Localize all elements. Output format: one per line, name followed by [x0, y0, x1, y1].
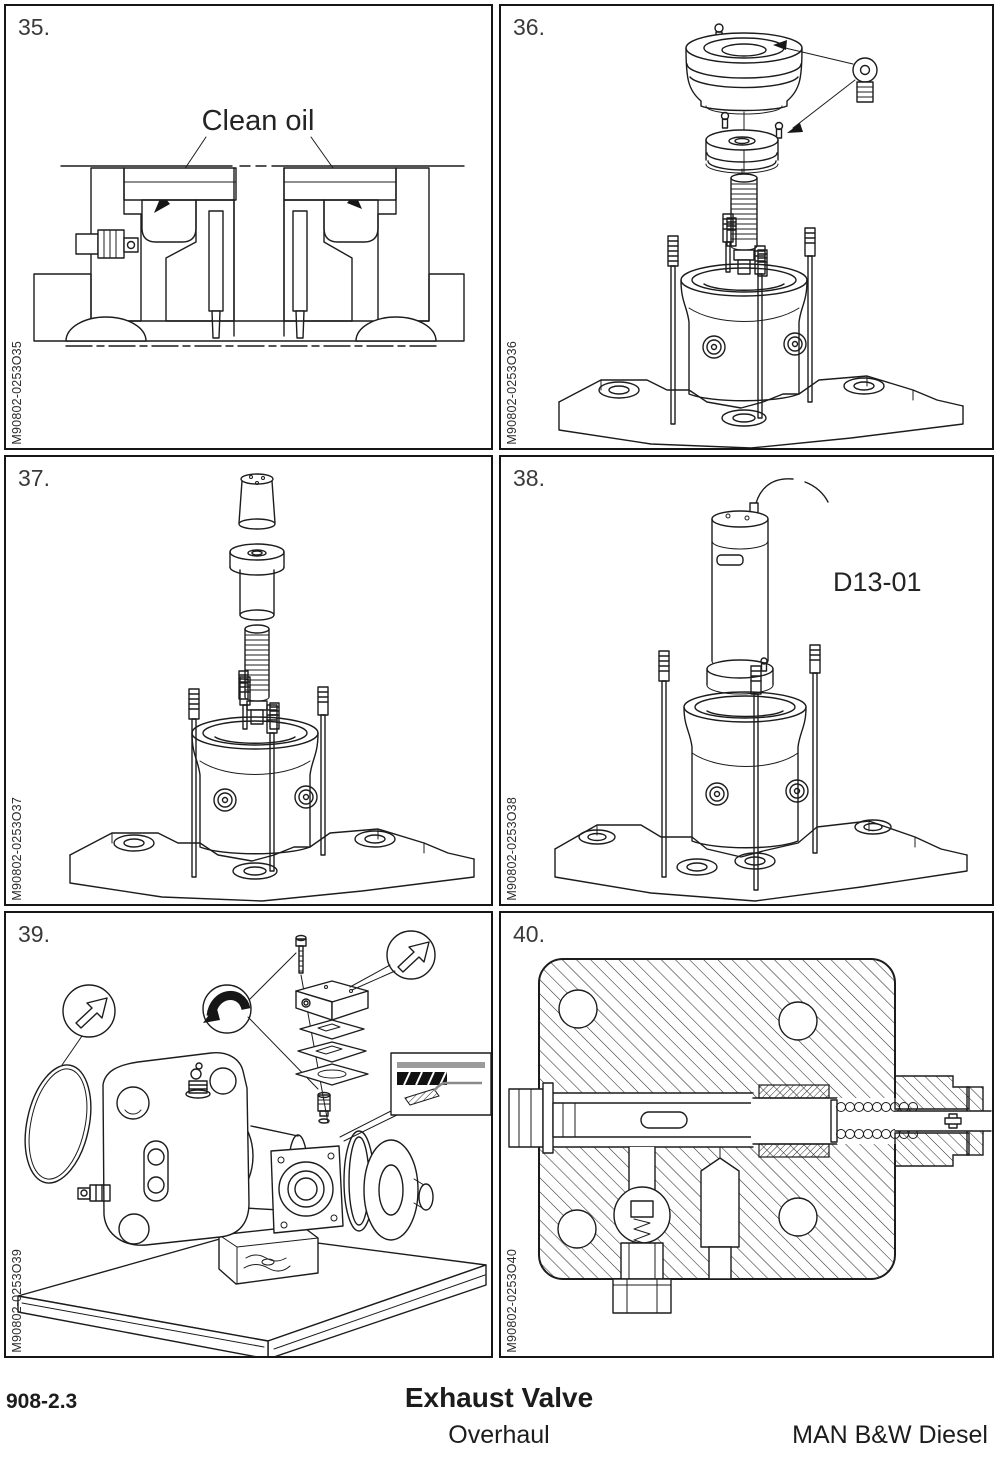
- figure-40-drawing: [508, 958, 992, 1314]
- figure-40-number: 40.: [513, 921, 545, 947]
- chapter-title: Exhaust Valve: [404, 1382, 594, 1413]
- wood-block: [218, 1225, 319, 1285]
- damper-housing: [295, 980, 369, 1021]
- screw: [295, 934, 307, 974]
- figure-36-drawing: [558, 23, 964, 448]
- wood-base: [17, 1232, 487, 1356]
- sealant-detail-inset: [339, 1052, 491, 1142]
- figure-37-code: M90802-0253O37: [10, 797, 24, 901]
- figure-37-drawing: [69, 473, 475, 902]
- direction-arrow-icon-2: [349, 930, 436, 991]
- figure-36-number: 36.: [513, 14, 545, 40]
- brand-name: MAN B&W Diesel: [792, 1421, 988, 1449]
- figure-39: 39.: [4, 911, 493, 1358]
- figure-35-code: M90802-0253O35: [10, 341, 24, 445]
- figure-40-code: M90802-0253O40: [505, 1249, 519, 1353]
- figure-36-code: M90802-0253O36: [505, 341, 519, 445]
- figure-35-number: 35.: [18, 14, 50, 40]
- figure-37: 37.: [4, 455, 493, 906]
- o-ring: [24, 1064, 92, 1184]
- direction-arrow-icon: [61, 984, 116, 1066]
- figure-37-number: 37.: [18, 465, 50, 491]
- tool-id-label: D13-01: [833, 567, 922, 597]
- figure-35-drawing: Clean oil: [33, 105, 465, 347]
- figure-39-code: M90802-0253O39: [10, 1249, 24, 1353]
- figure-38: 38. D13-01: [499, 455, 994, 906]
- figure-38-number: 38.: [513, 465, 545, 491]
- chapter-subtitle: Overhaul: [448, 1421, 550, 1449]
- figure-39-drawing: [17, 930, 491, 1356]
- valve-stem: [185, 1062, 211, 1099]
- clean-oil-label: Clean oil: [202, 105, 315, 137]
- figure-38-drawing: D13-01: [554, 478, 968, 902]
- figure-39-number: 39.: [18, 921, 50, 947]
- figure-36: 36.: [499, 4, 994, 450]
- section-number: 908-2.3: [6, 1390, 78, 1413]
- side-fitting: [77, 1184, 111, 1202]
- figure-35: 35. Clean oil: [4, 4, 493, 450]
- figure-38-code: M90802-0253O38: [505, 797, 519, 901]
- nipple: [317, 1091, 331, 1124]
- damper-plates: [295, 1019, 369, 1086]
- rotate-arrow-icon: [202, 952, 319, 1090]
- figure-40: 40.: [499, 911, 994, 1358]
